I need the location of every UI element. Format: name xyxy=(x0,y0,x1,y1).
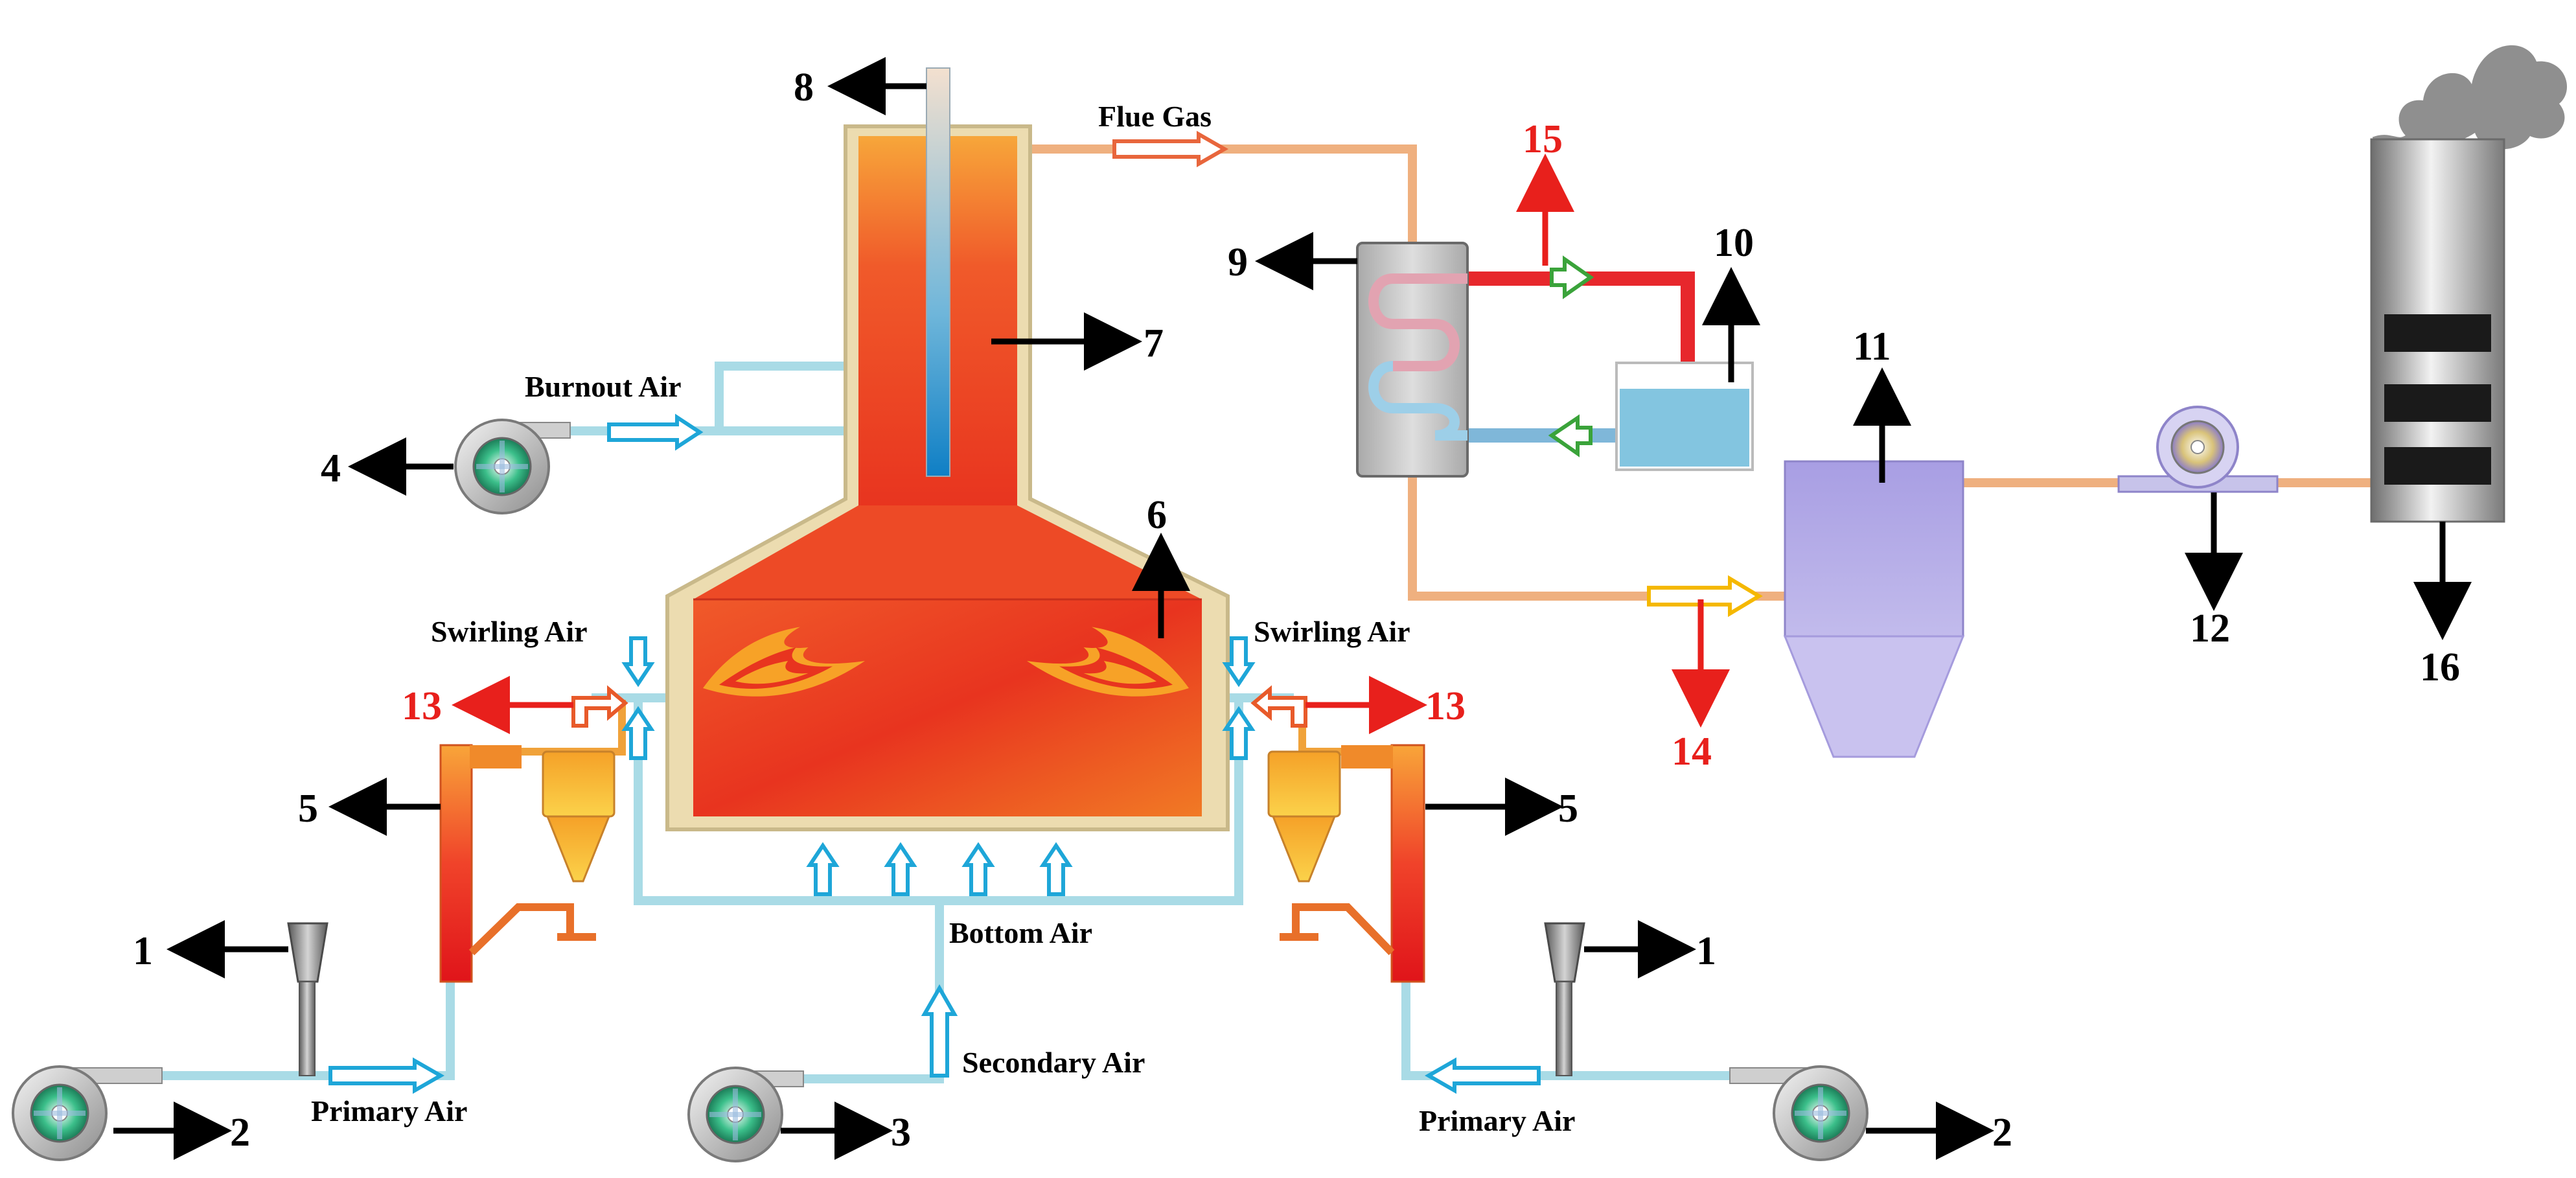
hot-water-loop xyxy=(1467,271,1695,443)
label-6: 6 xyxy=(1147,493,1167,537)
label-1-left: 1 xyxy=(133,929,153,973)
label-2-right: 2 xyxy=(1992,1111,2012,1155)
label-13-right: 13 xyxy=(1425,684,1466,728)
label-14: 14 xyxy=(1672,730,1712,774)
fan-icon xyxy=(12,1065,108,1161)
callout-numbers: 1 1 2 2 3 4 5 5 6 7 8 9 10 11 12 13 13 1… xyxy=(133,65,2460,1155)
fan-icon xyxy=(687,1067,783,1162)
burnout-air-label: Burnout Air xyxy=(525,370,682,403)
label-1-right: 1 xyxy=(1696,929,1716,973)
label-15: 15 xyxy=(1523,117,1563,161)
swirling-air-left-label: Swirling Air xyxy=(431,615,588,648)
stream-labels: Flue Gas Burnout Air Swirling Air Swirli… xyxy=(311,100,1575,1137)
label-16: 16 xyxy=(2420,645,2460,689)
label-12: 12 xyxy=(2190,606,2230,651)
label-10: 10 xyxy=(1714,221,1754,265)
secondary-air-fan xyxy=(687,1067,804,1162)
primary-air-left-label: Primary Air xyxy=(311,1094,467,1127)
burnout-air-fan xyxy=(454,419,571,514)
water-tank xyxy=(1615,362,1754,471)
induced-draft-fan xyxy=(2117,406,2279,493)
flow-arrows xyxy=(328,130,1763,1094)
swirling-air-right-label: Swirling Air xyxy=(1254,615,1410,648)
fan-icon xyxy=(454,419,550,514)
label-9: 9 xyxy=(1228,240,1248,284)
flue-gas-label: Flue Gas xyxy=(1098,100,1212,133)
label-13-left: 13 xyxy=(402,684,442,728)
left-feed-hopper xyxy=(287,922,328,1076)
label-2-left: 2 xyxy=(230,1111,250,1155)
fan-icon xyxy=(1773,1065,1869,1161)
label-5-left: 5 xyxy=(298,787,318,831)
left-cyclone-separator xyxy=(439,700,626,983)
primary-air-right-label: Primary Air xyxy=(1419,1104,1575,1137)
heat-exchanger xyxy=(1356,242,1469,478)
label-11: 11 xyxy=(1853,325,1891,369)
combustion-furnace xyxy=(665,67,1230,831)
label-4: 4 xyxy=(321,446,341,491)
label-5-right: 5 xyxy=(1558,787,1578,831)
primary-air-fan-left xyxy=(12,1065,163,1161)
secondary-air-label: Secondary Air xyxy=(962,1046,1145,1079)
water-tank-icon xyxy=(1620,389,1749,467)
chimney xyxy=(2370,45,2568,523)
primary-air-fan-right xyxy=(1729,1065,1869,1161)
smoke-icon xyxy=(2398,45,2568,150)
callout-arrows-black xyxy=(113,57,2472,1160)
label-7: 7 xyxy=(1144,321,1164,365)
callout-arrows-red xyxy=(452,154,1730,734)
bottom-air-label: Bottom Air xyxy=(949,916,1092,949)
right-feed-hopper xyxy=(1544,922,1585,1076)
right-cyclone-separator xyxy=(1267,700,1425,983)
label-3: 3 xyxy=(891,1111,911,1155)
label-8: 8 xyxy=(794,65,814,110)
dust-collector xyxy=(1783,460,1965,758)
